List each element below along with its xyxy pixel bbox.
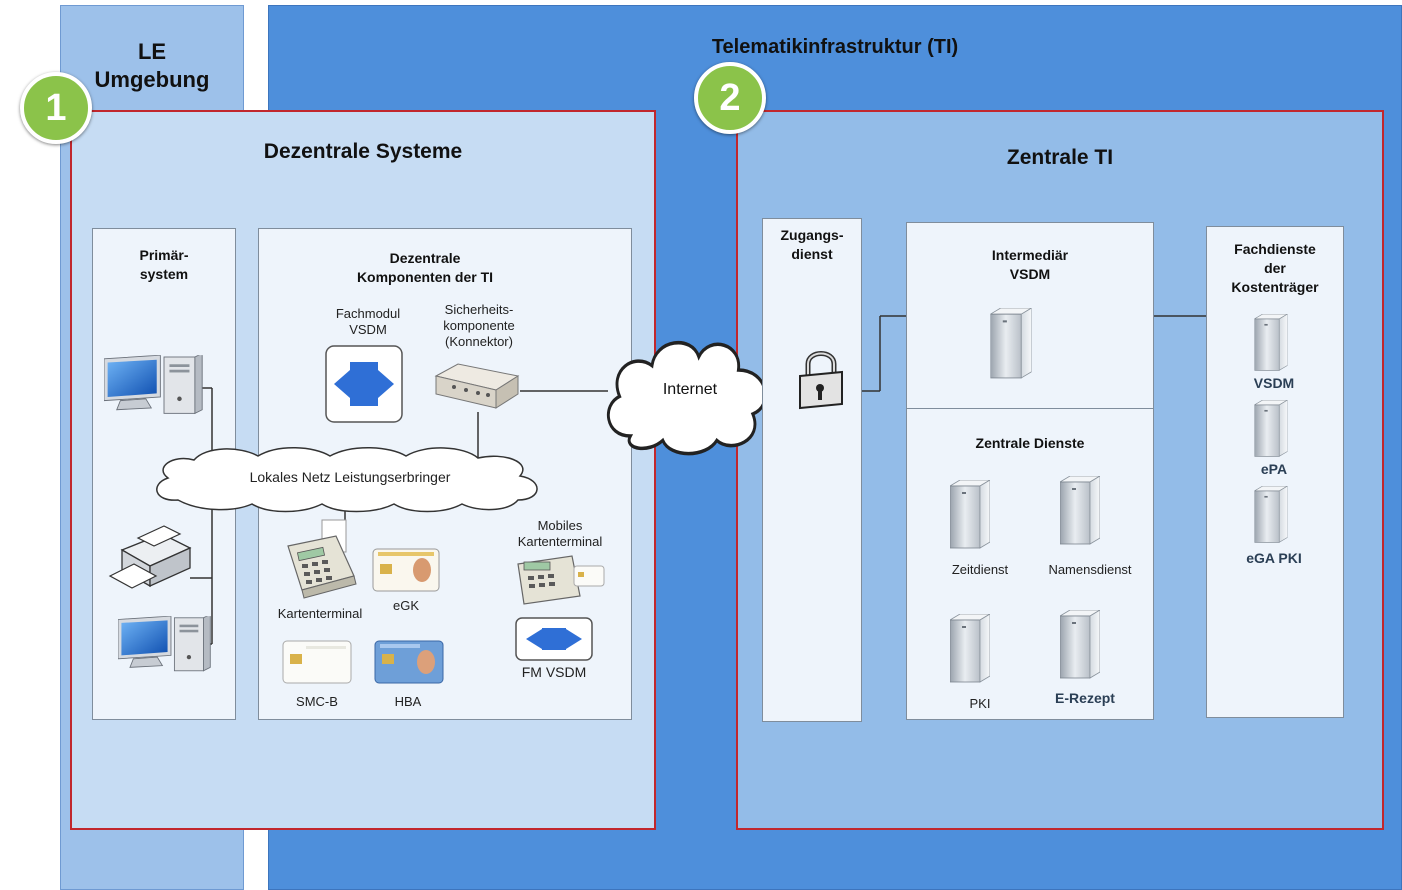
server-icon-epa	[1254, 400, 1288, 458]
internet-label: Internet	[662, 381, 718, 398]
insurer-services-label: Fachdienste der Kostenträger	[1206, 240, 1344, 297]
components-line1: Dezentrale	[389, 250, 461, 266]
server-icon-vsdm	[1254, 314, 1288, 372]
egk-label: eGK	[392, 598, 419, 613]
connector-icon	[434, 363, 520, 409]
computer-icon-bottom	[118, 614, 212, 678]
fach-line3: Kostenträger	[1231, 279, 1319, 295]
erezept-label: E-Rezept	[1055, 690, 1115, 706]
computer-icon-top	[104, 354, 204, 420]
fachmodul-line1: Fachmodul	[335, 306, 401, 321]
local-network-label: Lokales Netz Leistungserbringer	[249, 469, 451, 485]
access-service-label: Zugangs- dienst	[762, 226, 862, 264]
sicherheit-line2: komponente	[443, 318, 515, 333]
primary-system-label: Primär- system	[92, 246, 236, 284]
epa-service-label: ePA	[1260, 461, 1288, 477]
components-line2: Komponenten der TI	[356, 269, 494, 285]
pki-label: PKI	[969, 696, 991, 711]
vsdm-service-label: VSDM	[1253, 375, 1295, 391]
le-title-line2: Umgebung	[94, 67, 210, 92]
mobile-terminal-label: Mobiles Kartenterminal	[500, 518, 620, 550]
server-icon-ega-pki	[1254, 486, 1288, 544]
card-terminal-icon	[287, 519, 357, 599]
decentral-components-label: Dezentrale Komponenten der TI	[258, 249, 592, 287]
insurer-services-box	[1206, 226, 1344, 718]
intermediary-vsdm-label: Intermediär VSDM	[906, 246, 1154, 284]
server-icon-erezept	[1060, 610, 1100, 680]
printer-icon	[108, 525, 192, 589]
fachmodul-vsdm-icon	[325, 345, 403, 423]
intermediaer-line1: Intermediär	[991, 247, 1069, 263]
le-title-line1: LE	[137, 39, 167, 64]
hba-label: HBA	[394, 694, 422, 709]
badge-one: 1	[20, 72, 92, 144]
naming-service-label: Namensdienst	[1048, 562, 1132, 577]
intermediaer-line2: VSDM	[1009, 266, 1051, 282]
fachmodul-line2: VSDM	[349, 322, 387, 337]
ti-title: Telematikinfrastruktur (TI)	[711, 36, 959, 58]
le-environment-title: LE Umgebung	[60, 38, 244, 94]
zugang-line2: dienst	[791, 246, 833, 262]
fach-line2: der	[1264, 260, 1286, 276]
primary-line2: system	[139, 266, 189, 282]
ega-pki-service-label: eGA PKI	[1246, 550, 1302, 566]
card-terminal-label: Kartenterminal	[277, 606, 363, 621]
mobiles-line1: Mobiles	[537, 518, 583, 533]
lock-icon	[799, 351, 843, 410]
server-icon-time	[950, 480, 990, 550]
hba-card-icon	[374, 640, 444, 684]
server-icon-intermediary	[990, 308, 1032, 380]
zugang-line1: Zugangs-	[780, 227, 844, 243]
sicherheit-line3: (Konnektor)	[445, 334, 513, 349]
primary-line1: Primär-	[139, 247, 189, 263]
server-icon-pki	[950, 614, 990, 684]
badge-two: 2	[694, 62, 766, 134]
fm-vsdm-icon	[515, 617, 593, 661]
smcb-label: SMC-B	[296, 694, 338, 709]
fach-line1: Fachdienste	[1234, 241, 1316, 257]
smcb-card-icon	[282, 640, 352, 684]
fm-vsdm-label: FM VSDM	[521, 664, 587, 680]
central-services-box	[906, 408, 1154, 720]
sicherheit-line1: Sicherheits-	[444, 302, 514, 317]
central-ti-title: Zentrale TI	[1006, 146, 1114, 169]
egk-card-icon	[372, 548, 440, 592]
local-network-cloud	[156, 447, 538, 513]
fachmodul-label: Fachmodul VSDM	[318, 306, 418, 338]
decentral-systems-title: Dezentrale Systeme	[263, 140, 463, 163]
security-component-label: Sicherheits- komponente (Konnektor)	[420, 302, 538, 350]
mobiles-line2: Kartenterminal	[517, 534, 603, 549]
central-services-label: Zentrale Dienste	[975, 435, 1085, 451]
access-service-box	[762, 218, 862, 722]
time-service-label: Zeitdienst	[951, 562, 1009, 577]
mobile-terminal-icon	[517, 555, 605, 605]
server-icon-naming	[1060, 476, 1100, 546]
